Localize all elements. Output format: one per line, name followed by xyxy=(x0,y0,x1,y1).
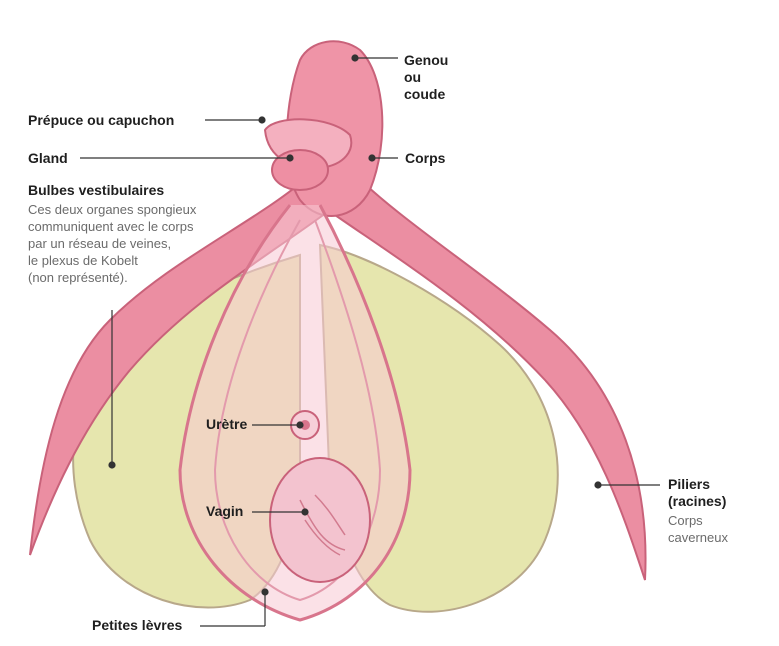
label-vagin: Vagin xyxy=(206,503,243,520)
vaginal-opening xyxy=(270,458,370,582)
label-uretre: Urètre xyxy=(206,416,247,433)
label-corps: Corps xyxy=(405,150,445,167)
label-bulbes-desc: Ces deux organes spongieux communiquent … xyxy=(28,201,196,286)
label-petites-levres: Petites lèvres xyxy=(92,617,182,634)
label-piliers-desc: Corps caverneux xyxy=(668,512,728,546)
label-prepuce: Prépuce ou capuchon xyxy=(28,112,174,129)
label-genou: Genou ou coude xyxy=(404,52,448,103)
label-bulbes-title: Bulbes vestibulaires xyxy=(28,182,164,199)
label-piliers: Piliers (racines) xyxy=(668,476,726,510)
glans xyxy=(272,150,328,190)
label-gland: Gland xyxy=(28,150,68,167)
